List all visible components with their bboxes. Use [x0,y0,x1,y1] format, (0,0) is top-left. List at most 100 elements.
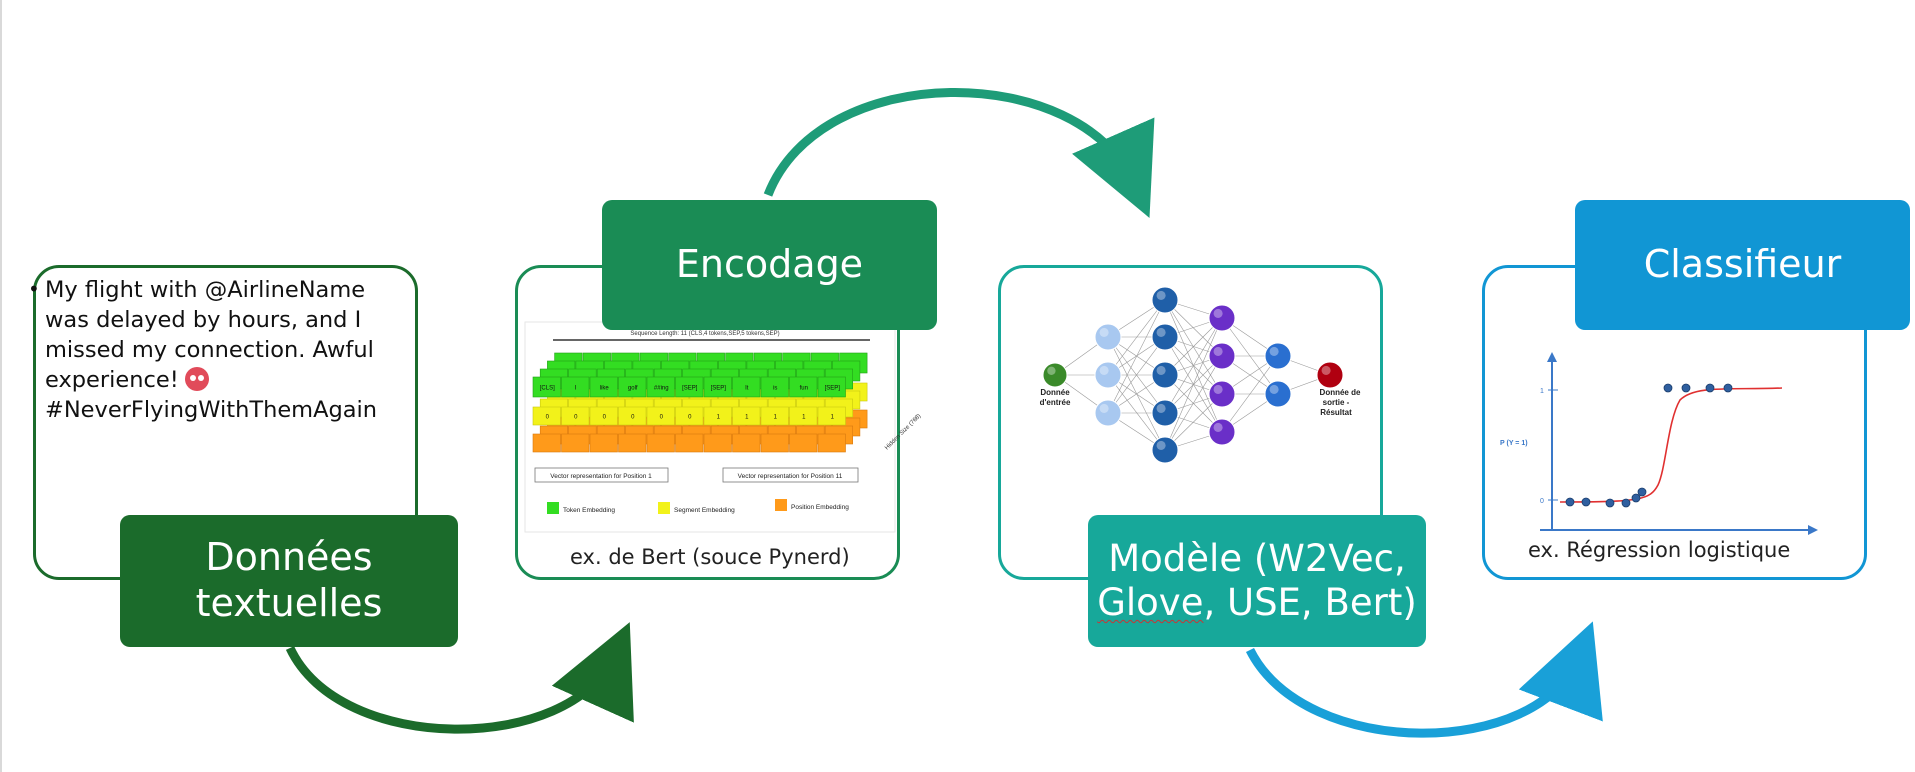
token-embedding-cell [732,376,761,398]
token-embedding-cell [646,376,675,398]
nn-output-label-3: Résultat [1320,408,1352,417]
logreg-data-point [1581,497,1591,507]
model-line-2-rest: , USE, Bert) [1203,581,1417,624]
vector-box-11 [722,467,859,483]
nn-node-highlight [1099,327,1109,337]
segment-label: 1 [831,415,835,421]
nn-node [1151,361,1179,389]
arrow-textual-to-encoding [285,622,634,734]
position-embedding-cell [732,433,761,453]
sequence-length-label: Sequence Length: 11 (CLS,4 tokens,SEP,5 … [630,331,779,337]
tick-0: 0 [1540,498,1544,505]
token-label: fun [800,386,808,392]
segment-label: 1 [717,415,721,421]
nn-node-highlight [1156,290,1166,300]
nn-node-highlight [1156,365,1166,375]
nn-edge [1107,336,1166,451]
textual-data-line-1: Données [205,535,373,580]
token-label: [CLS] [540,386,555,392]
segment-embedding-cell [760,406,789,426]
nn-node [1151,323,1179,351]
segment-label: 1 [774,415,778,421]
nn-edge [1107,374,1166,451]
model-label: Modèle (W2Vec, Glove, USE, Bert) [1088,515,1426,647]
logreg-data-point [1663,383,1673,393]
position-embedding-cell [646,433,675,453]
position-embedding-cell [703,433,732,453]
nn-node-highlight [1047,366,1056,375]
segment-embedding-cell [703,406,732,426]
y-axis-label: P (Y = 1) [1500,440,1528,447]
nn-node [1042,362,1068,388]
model-line-2-glove-word: Glove [1097,581,1204,624]
logreg-data-point [1705,383,1715,393]
legend-position-swatch [775,499,787,511]
nn-node-highlight [1269,346,1279,356]
model-line-2: Glove, USE, Bert) [1097,581,1417,625]
segment-embedding-cell [589,406,618,426]
logreg-data-point [1621,498,1631,508]
nn-node-highlight [1213,384,1223,394]
angry-face-icon [184,367,209,391]
segment-embedding-cell [675,406,704,426]
position-embedding-cell [618,433,647,453]
nn-node-highlight [1213,308,1223,318]
nn-node [1094,323,1122,351]
tweet-line-2: was delayed by hours, and I [45,307,362,333]
token-embedding-cell [817,376,846,398]
nn-edge [1221,355,1279,433]
position-embedding-cell [789,433,818,453]
bullet-icon: • [28,277,40,301]
segment-embedding-cell [732,406,761,426]
nn-node [1264,380,1292,408]
logistic-regression-figure: 1 0 P (Y = 1) [1500,352,1818,535]
neural-network-figure: Donnée d'entrée Donnée de sortie - Résul… [1040,286,1361,464]
token-embedding-cell [589,376,618,398]
vector-box-1 [534,467,669,483]
nn-node [1208,418,1236,446]
token-label: like [600,386,610,392]
legend-token-label: Token Embedding [563,507,615,514]
nn-node [1151,436,1179,464]
legend-segment-label: Segment Embedding [674,507,735,514]
tweet-line-5: #NeverFlyingWithThemAgain [45,397,378,423]
vector-label-1: Vector representation for Position 1 [550,473,652,480]
nn-node [1094,361,1122,389]
nn-node-highlight [1269,384,1279,394]
token-embedding-cell [618,376,647,398]
segment-label: 0 [603,415,607,421]
tweet-line-1: My flight with @AirlineName [45,277,366,303]
token-embedding-cell [760,376,789,398]
tweet-line-4: experience! [45,365,405,395]
nn-output-label-1: Donnée de [1320,388,1361,397]
segment-embedding-cell [817,406,846,426]
nn-edge [1164,317,1223,451]
nn-node-highlight [1156,327,1166,337]
token-label: [SEP] [711,386,727,392]
segment-label: 0 [688,415,692,421]
token-embedding-cell [703,376,732,398]
segment-embedding-cell [532,406,561,426]
logreg-data-point [1681,383,1691,393]
token-embedding-cell [561,376,590,398]
segment-embedding-cell [618,406,647,426]
logreg-data-point [1605,498,1615,508]
token-label: ##ing [654,386,669,392]
nn-edge [1164,299,1223,395]
textual-data-label: Données textuelles [120,515,458,647]
nn-edge [1107,299,1166,376]
legend-token-swatch [547,502,559,514]
token-embedding-cell [789,376,818,398]
nn-input-label-1: Donnée [1040,388,1070,397]
nn-node-highlight [1156,403,1166,413]
segment-label: 0 [546,415,550,421]
vector-label-11: Vector representation for Position 11 [738,473,843,480]
nn-node [1208,380,1236,408]
segment-label: 0 [574,415,578,421]
position-embedding-cell [817,433,846,453]
nn-node [1208,304,1236,332]
token-label: It [745,386,749,392]
token-label: golf [628,386,638,392]
classifier-label: Classifieur [1575,200,1910,330]
